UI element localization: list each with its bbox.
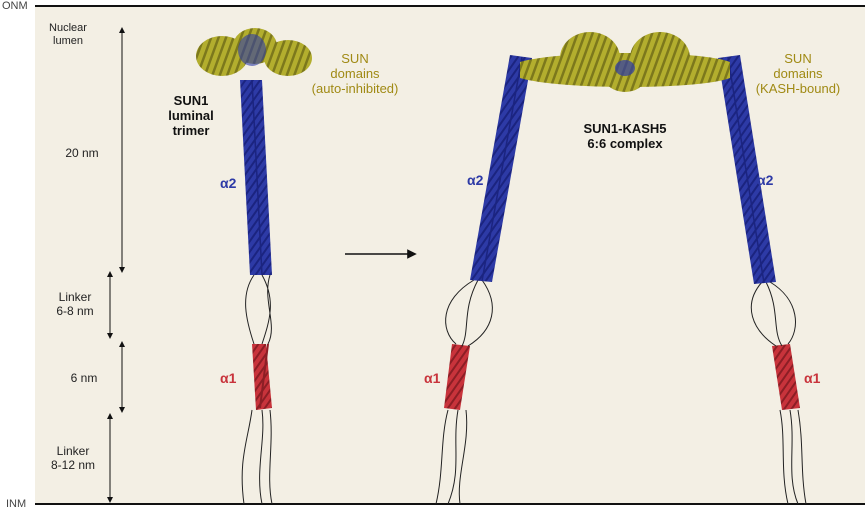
right-left-alpha1-label: α1 xyxy=(424,370,441,386)
dimension-label-linker-6-8nm: Linker 6-8 nm xyxy=(56,290,94,318)
right-sun-domains xyxy=(520,32,730,92)
right-left-alpha2-label: α2 xyxy=(467,172,484,188)
left-alpha2-label: α2 xyxy=(220,175,237,191)
left-structure-title: SUN1 luminal trimer xyxy=(168,93,214,138)
right-left-alpha1-helix xyxy=(444,344,470,410)
right-left-upper-linker xyxy=(445,279,493,347)
right-complex-right-arm xyxy=(718,55,807,505)
right-right-alpha1-label: α1 xyxy=(804,370,821,386)
right-right-alpha1-helix xyxy=(772,344,800,410)
right-sun-lobe-1 xyxy=(560,32,620,84)
left-sun-domains-label: SUN domains (auto-inhibited) xyxy=(311,51,399,96)
left-alpha1-helix xyxy=(252,344,272,410)
right-right-alpha2-helix xyxy=(718,55,776,284)
nuclear-lumen-label: Nuclear lumen xyxy=(49,22,87,47)
right-kash-core xyxy=(615,60,635,76)
inm-label: INM xyxy=(6,498,27,510)
onm-label: ONM xyxy=(2,0,28,12)
right-left-alpha2-helix xyxy=(470,55,532,282)
left-alpha2-helix xyxy=(240,80,272,275)
dimension-label-linker-8-12nm: Linker 8-12 nm xyxy=(50,444,96,472)
right-right-lower-linker xyxy=(779,409,807,505)
left-trimer xyxy=(196,28,312,505)
right-structure-title: SUN1-KASH5 6:6 complex xyxy=(583,121,667,151)
left-upper-linker xyxy=(245,274,272,345)
left-sun-cap xyxy=(238,34,266,66)
dimension-label-6nm: 6 nm xyxy=(70,371,98,385)
right-sun-lobe-3 xyxy=(605,64,645,92)
right-left-lower-linker xyxy=(435,409,468,505)
left-sun-domain-3 xyxy=(264,40,312,76)
left-alpha1-label: α1 xyxy=(220,370,237,386)
right-sun-domains-label: SUN domains (KASH-bound) xyxy=(755,51,841,96)
right-right-upper-linker xyxy=(750,281,796,347)
right-sun-lobe-2 xyxy=(630,32,690,84)
right-right-alpha2-label: α2 xyxy=(757,172,774,188)
left-lower-linker xyxy=(241,409,273,505)
dimension-label-20nm: 20 nm xyxy=(65,146,99,160)
right-complex-left-arm xyxy=(435,55,532,505)
